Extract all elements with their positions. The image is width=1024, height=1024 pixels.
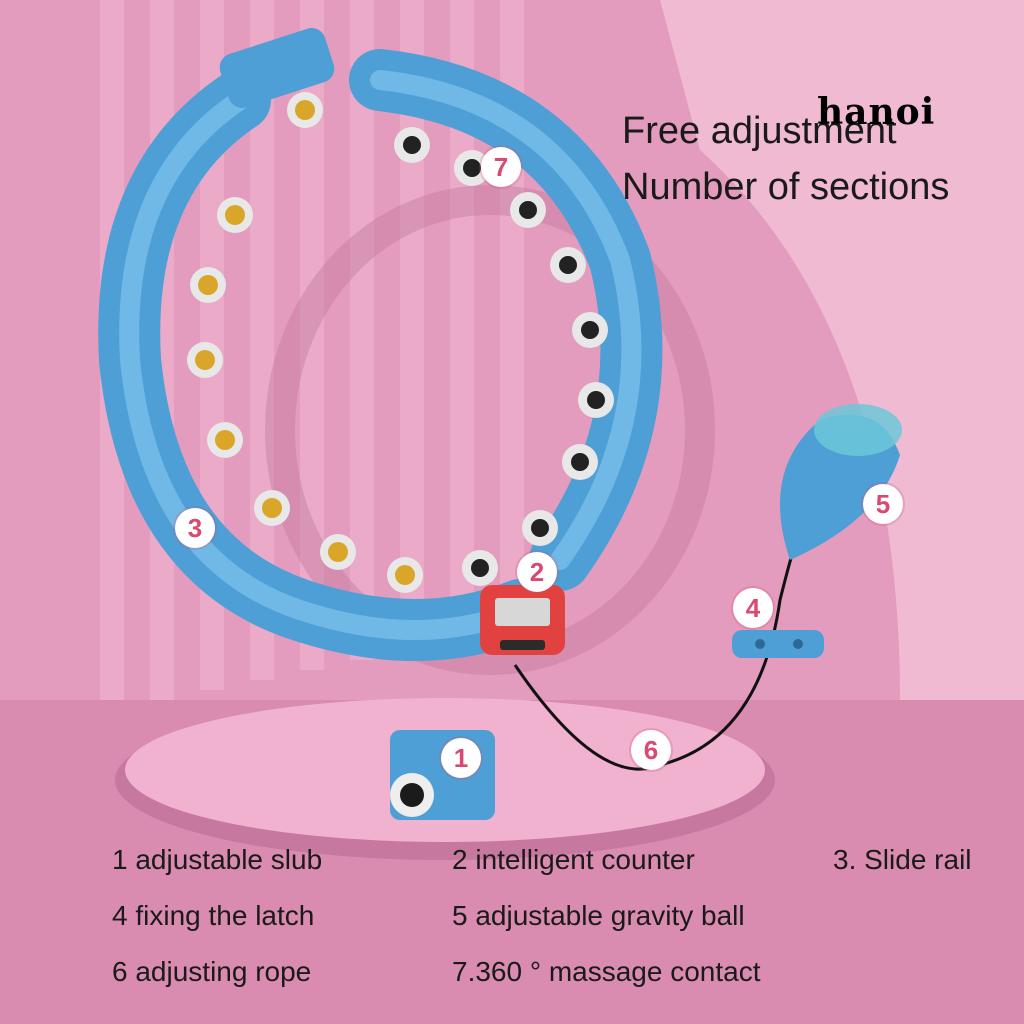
arch-wall [660,0,1024,700]
callout-6-badge: 6 [631,730,671,770]
callout-7-badge: 7 [481,147,521,187]
headline-line-1: Free adjustment [622,110,897,152]
adjusting-rope [513,544,797,771]
legend-item-6: 6 adjusting rope [112,956,312,987]
legend-item-3: 3. Slide rail [833,844,972,875]
legend-item-1: 1 adjustable slub [112,844,323,875]
legend-item-7: 7.360 ° massage contact [452,956,761,987]
fixing-latch [732,630,824,658]
detached-segment [219,28,335,108]
callout-2-badge: 2 [517,552,557,592]
brand-watermark: hanoi [817,91,936,133]
intelligent-counter [480,585,565,655]
hoop-shadow [265,185,715,675]
legend-item-2: 2 intelligent counter [452,844,695,875]
adjustable-slub [390,730,495,820]
legend-item-4: 4 fixing the latch [112,900,315,931]
callout-4-badge: 4 [733,588,773,628]
massage-contacts [187,92,614,593]
callout-5-badge: 5 [863,484,903,524]
legend-item-5: 5 adjustable gravity ball [452,900,745,931]
callout-1-badge: 1 [441,738,481,778]
headline-line-2: Number of sections [622,166,950,208]
callout-3-badge: 3 [175,508,215,548]
